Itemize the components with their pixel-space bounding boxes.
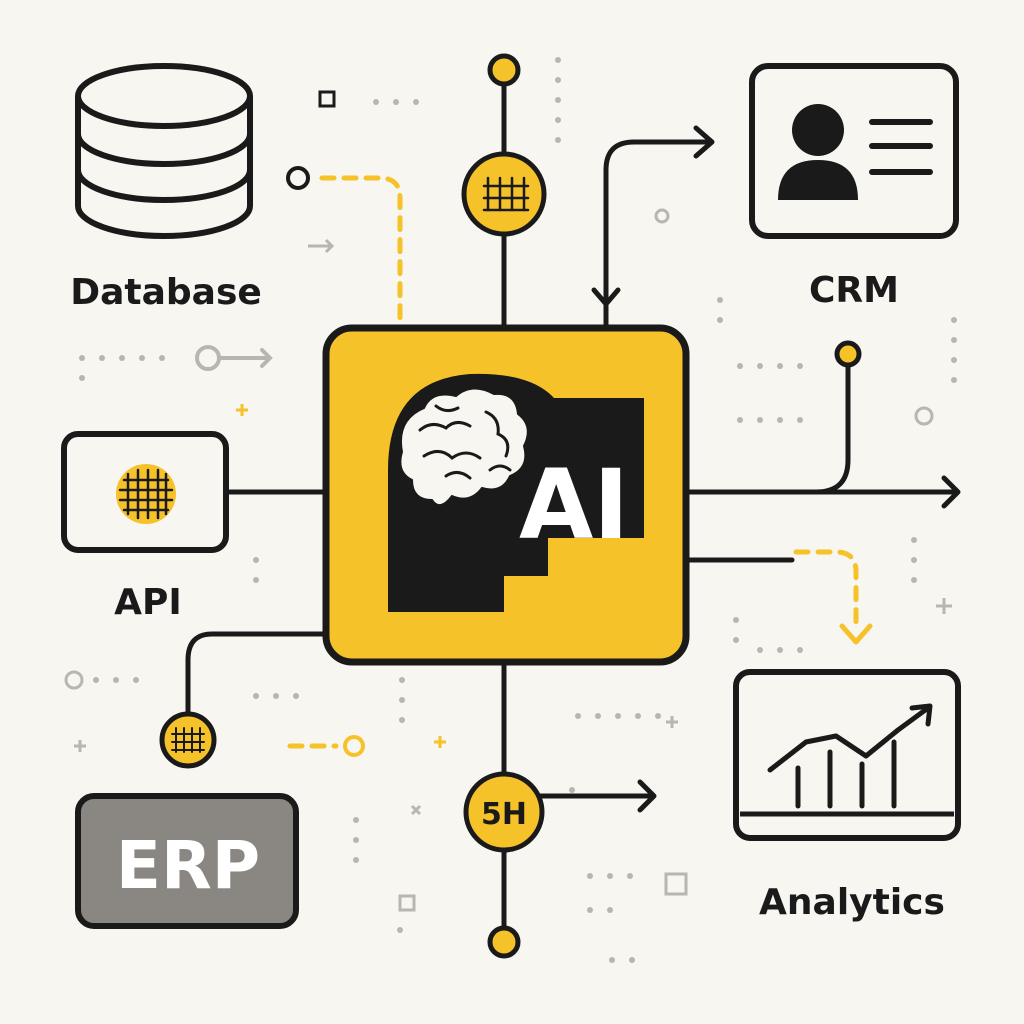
crm-node[interactable]: CRM bbox=[749, 63, 959, 311]
erp-label: ERP bbox=[116, 827, 260, 904]
erp-node[interactable]: ERP bbox=[75, 793, 299, 929]
connection-lines bbox=[185, 79, 961, 933]
database-node[interactable]: Database bbox=[70, 63, 262, 313]
chip-icon bbox=[116, 464, 176, 524]
accent-crosses bbox=[236, 404, 446, 748]
brain-head-icon: AI bbox=[388, 373, 644, 612]
decorative-glyphs bbox=[64, 90, 952, 912]
right-pin bbox=[834, 340, 862, 368]
down-arrow-yellow bbox=[839, 623, 873, 645]
hollow-pin-erp bbox=[343, 735, 365, 757]
chip-circle-top bbox=[461, 151, 547, 237]
decor-arrow-left bbox=[308, 238, 335, 254]
bottom-pin bbox=[487, 925, 521, 959]
ai-label: AI bbox=[519, 449, 629, 561]
ai-hub[interactable]: AI bbox=[322, 324, 690, 666]
database-icon bbox=[75, 63, 253, 239]
pins bbox=[286, 53, 862, 959]
badge-5h-label: 5H bbox=[481, 797, 527, 832]
gray-connectors bbox=[195, 345, 273, 371]
badge-5h: 5H bbox=[463, 771, 545, 853]
hollow-pin-db bbox=[286, 166, 310, 190]
line-chart-icon bbox=[767, 703, 933, 809]
crm-label: CRM bbox=[809, 270, 899, 311]
analytics-node[interactable]: Analytics bbox=[733, 669, 961, 923]
dashed-connectors bbox=[287, 175, 859, 749]
contact-card-icon bbox=[778, 104, 933, 200]
api-label: API bbox=[114, 582, 182, 623]
database-label: Database bbox=[70, 272, 262, 313]
api-node[interactable]: API bbox=[61, 431, 229, 623]
top-pin bbox=[487, 53, 521, 87]
analytics-label: Analytics bbox=[759, 882, 945, 923]
chip-circle-bottom bbox=[159, 711, 217, 769]
decorative-dots bbox=[79, 57, 957, 963]
